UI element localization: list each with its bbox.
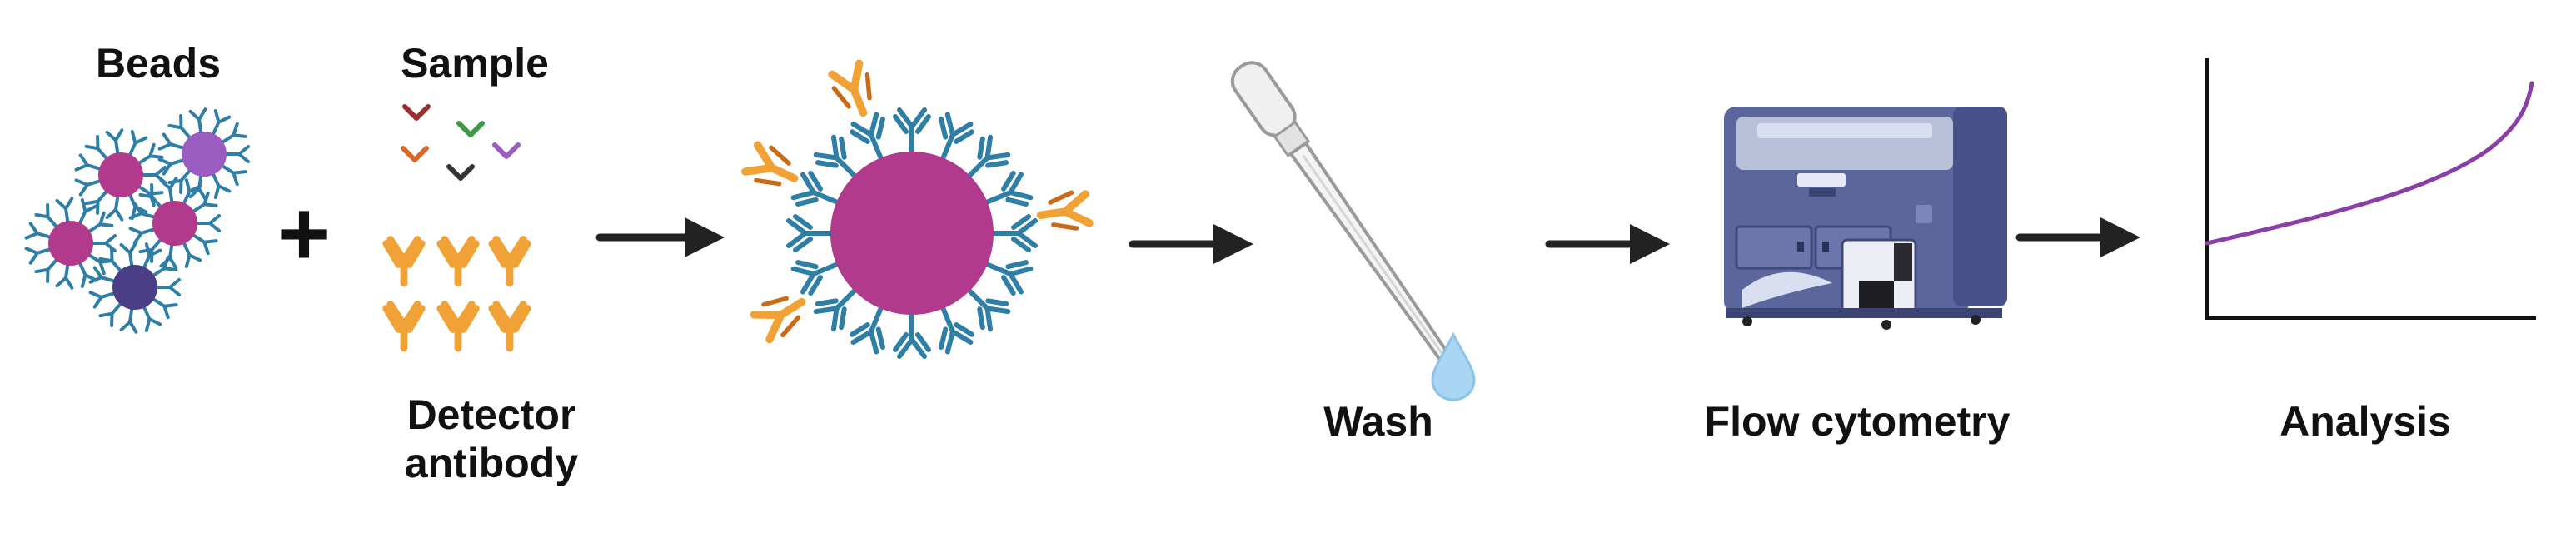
label-beads: Beads [95,40,222,87]
bead-icon [152,201,197,246]
capture-antibody-icon [188,107,211,136]
antigen-icon [459,123,482,135]
label-detector-line2: antibody [404,439,579,486]
antibody-icon [744,142,802,195]
capture-antibody-icon [105,193,127,222]
capture-antibody-icon [24,222,54,247]
label-analysis: Analysis [2280,398,2451,445]
beads-group [24,107,250,334]
capture-antibody-icon [27,242,52,263]
bead-icon [48,221,93,266]
arrow-icon [2100,217,2140,257]
capture-antibody-icon [91,286,117,307]
bead-antibody-complex [744,62,1090,356]
antigen-icon [405,107,428,118]
capture-antibody-icon [55,197,77,225]
plus-sign: + [277,182,331,285]
capture-antibody-icon [74,153,104,178]
capture-antibody-icon [789,217,834,250]
curve-icon [2205,81,2534,246]
antibody-icon [1038,191,1089,233]
capture-antibody-icon [105,128,127,157]
capture-antibody-icon [155,278,181,296]
antibody-icon [752,286,811,342]
arrow-icon [1630,224,1670,264]
analysis-plot [2205,58,2536,320]
capture-antibody-icon [159,242,182,270]
capture-antibody-icon [55,262,77,290]
pipette-icon [1230,61,1453,366]
capture-antibody-icon [157,132,187,157]
capture-antibody-icon [224,145,250,163]
bead-icon [98,152,143,197]
antibody-icon [829,62,879,120]
label-sample: Sample [401,40,549,87]
capture-antibody-icon [895,311,929,356]
arrows-group [595,217,2140,264]
arrow-icon [685,217,725,257]
label-detector-line1: Detector [406,391,576,438]
label-detector-antibody: Detector antibody [366,391,616,487]
sample-antigens [403,107,518,178]
bead-icon [182,132,227,177]
antigen-icon [495,145,518,157]
capture-antibody-icon [195,214,221,232]
antibody-icon [492,240,528,284]
capture-antibody-icon [990,217,1035,250]
capture-antibody-icon [895,110,929,155]
bead-icon [830,152,994,315]
drop-icon [1431,331,1476,401]
capture-antibody-icon [119,306,142,334]
capture-antibody-icon [77,174,102,195]
antibody-icon [492,305,528,349]
detector-antibodies [386,240,528,349]
flow-cytometer-icon [1724,107,2007,330]
antigen-icon [403,148,426,160]
bead-icon [112,265,157,310]
antibody-icon [441,305,476,349]
label-flow-cytometry: Flow cytometry [1704,398,2010,445]
capture-antibody-icon [119,241,142,269]
label-wash: Wash [1323,398,1433,445]
capture-antibody-icon [131,222,157,243]
antibody-icon [441,240,476,284]
antibody-icon [386,240,422,284]
antibody-icon [386,305,422,349]
arrow-icon [1213,224,1253,264]
antigen-icon [449,167,472,178]
